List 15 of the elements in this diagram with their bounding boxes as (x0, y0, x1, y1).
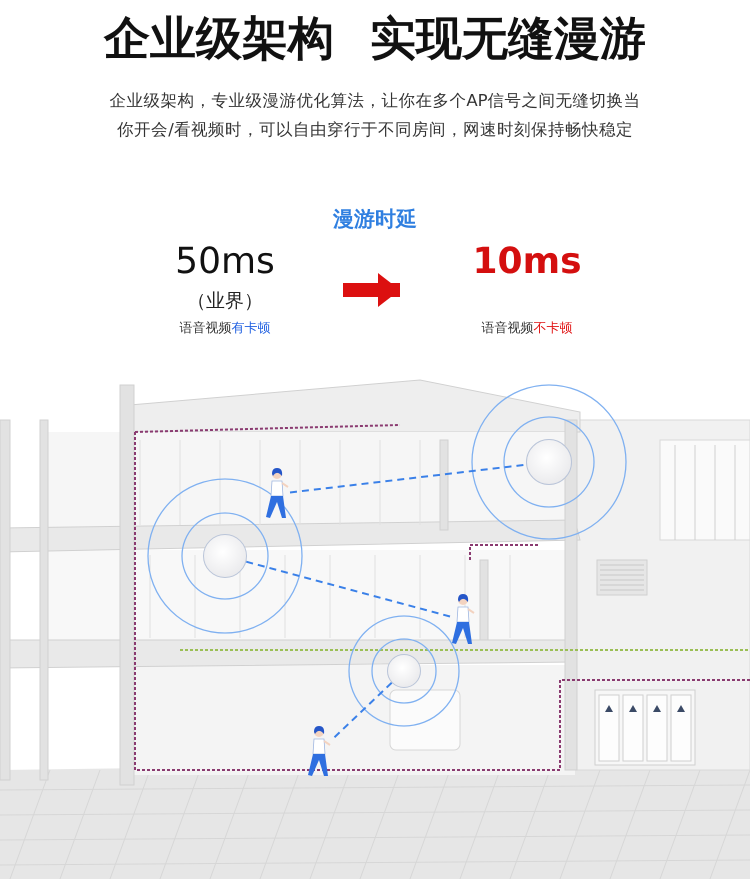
person-figure (306, 726, 332, 778)
latency-value: 10ms (471, 240, 583, 284)
section-heading: 漫游时延 (332, 206, 418, 233)
title: 企业级架构 实现无缝漫游 (102, 10, 647, 67)
category-label: （业界） (186, 289, 264, 314)
note-text: 语音视频不卡顿 (480, 320, 574, 338)
note-text: 语音视频有卡顿 (178, 320, 272, 338)
signal-link (246, 560, 450, 618)
latency-value: 50ms (174, 240, 276, 284)
description-text: 企业级架构，专业级漫游优化算法，让你在多个AP信号之间无缝切换当你开会/看视频时，可以自由穿行于不同房间，网速时刻保持畅快稳定 (108, 90, 642, 141)
person-figure (264, 468, 290, 520)
arrow (343, 273, 400, 307)
signal-link (331, 682, 392, 740)
signal-link (290, 464, 526, 494)
person-figure (450, 594, 476, 646)
